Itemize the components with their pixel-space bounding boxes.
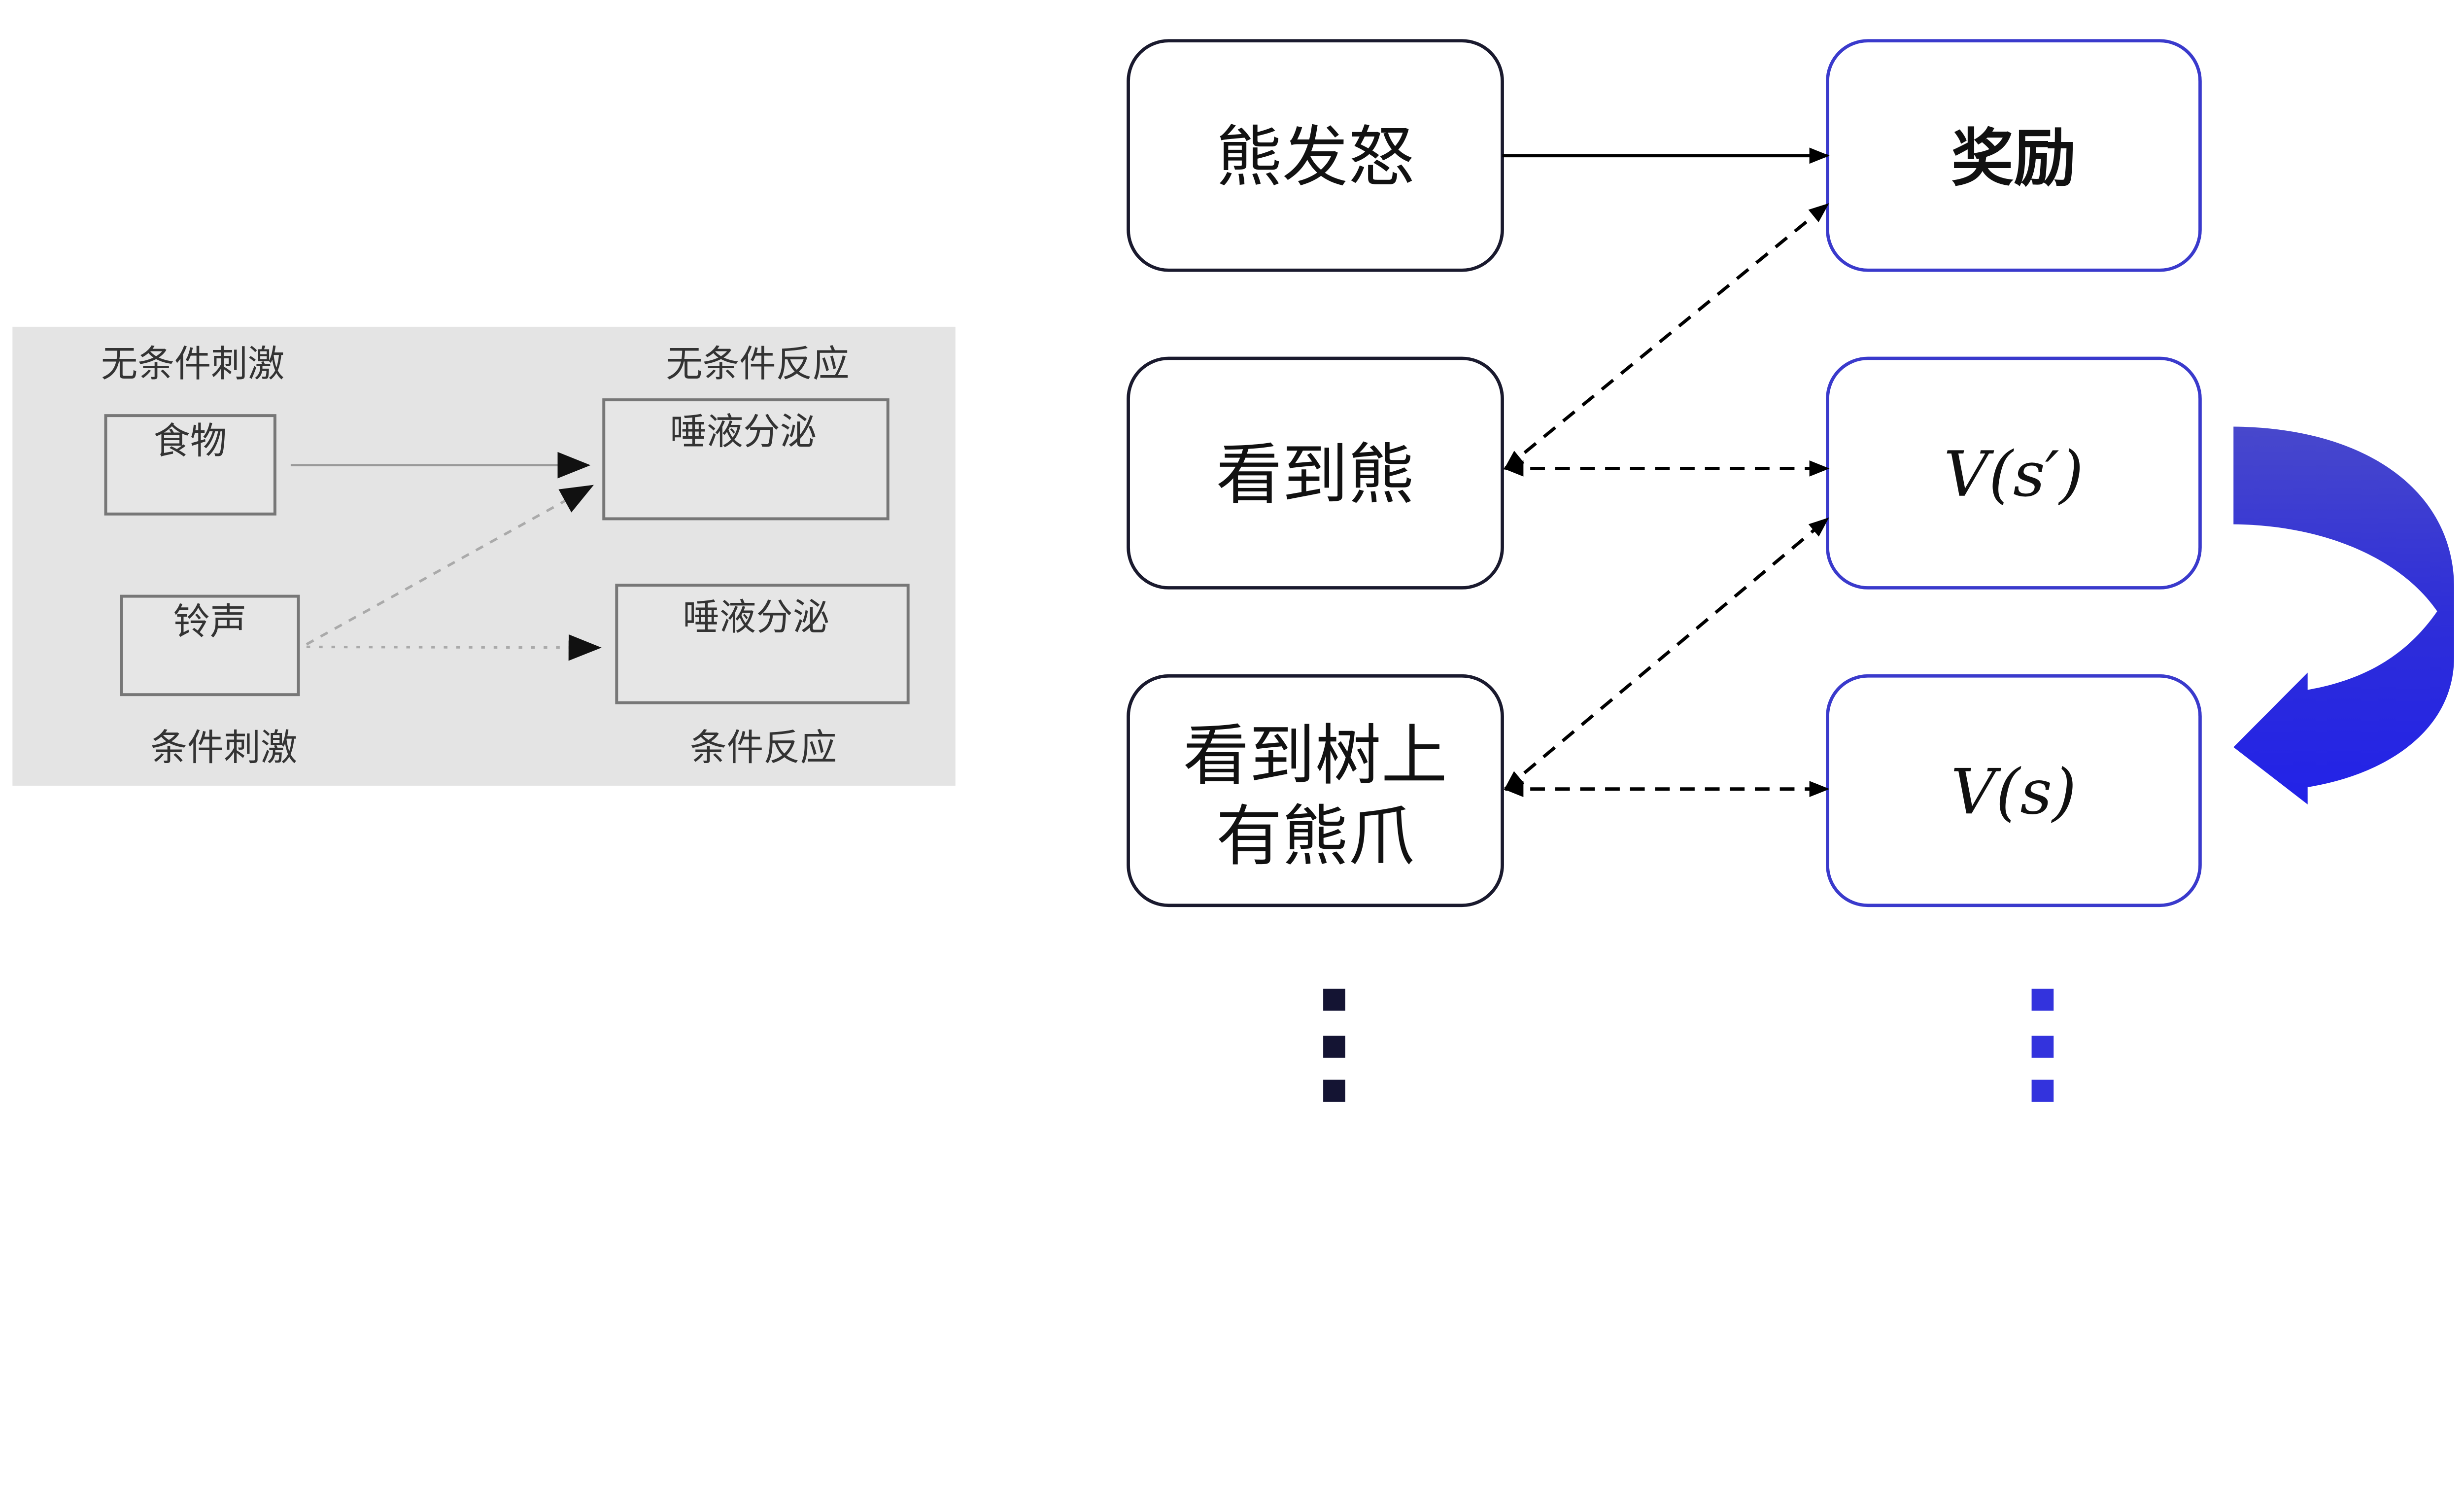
classical-conditioning-panel: 无条件刺激 无条件反应 条件刺激 条件反应 食物 铃声 唾液分泌 唾液分泌	[12, 326, 956, 786]
salivation-bottom-box	[615, 584, 910, 704]
continuation-dot	[2031, 1080, 2054, 1102]
bear-claw-to-next-value-dashed-arrow	[1504, 517, 1829, 791]
panel-background	[12, 326, 956, 786]
bell-to-salivation-top-dashed-arrow	[306, 485, 594, 646]
curved-backup-arrow-icon	[2233, 426, 2454, 804]
stimulus-box-bear-claw	[1127, 674, 1504, 907]
food-box-text: 食物	[153, 419, 227, 462]
salivation-top-box-text: 唾液分泌	[670, 410, 817, 453]
stimulus-text-see-bear: 看到熊	[1216, 436, 1414, 513]
value-diagram: 熊发怒 看到熊 看到树上 有熊爪 奖励 V(s′) V(s)	[1127, 39, 2454, 1102]
value-text-state: V(s)	[1951, 755, 2076, 828]
bell-box-text: 铃声	[173, 600, 247, 643]
salivation-top-box	[602, 398, 890, 521]
continuation-dot	[1323, 1080, 1345, 1102]
continuation-dot	[1323, 1036, 1345, 1058]
continuation-dot	[2031, 988, 2054, 1011]
stimulus-text-bear-claw-line1: 看到树上	[1183, 717, 1447, 794]
unconditioned-response-label: 无条件反应	[666, 342, 849, 385]
unconditioned-stimulus-label: 无条件刺激	[101, 342, 284, 385]
left-continuation-dots	[1323, 988, 1345, 1102]
stimulus-box-see-bear	[1127, 356, 1504, 590]
food-box	[104, 414, 276, 516]
conditioned-response-label: 条件反应	[690, 726, 837, 769]
right-continuation-dots	[2031, 988, 2054, 1102]
bell-box	[120, 594, 300, 697]
continuation-dot	[1323, 988, 1345, 1011]
stimulus-text-angry-bear: 熊发怒	[1216, 119, 1414, 196]
stimulus-text-bear-claw-line2: 有熊爪	[1216, 798, 1414, 875]
salivation-bottom-box-text: 唾液分泌	[683, 595, 829, 638]
value-text-next-state: V(s′)	[1944, 438, 2084, 511]
value-text-reward: 奖励	[1951, 122, 2076, 195]
see-bear-to-reward-dashed-arrow	[1504, 203, 1829, 470]
diagram-canvas: 无条件刺激 无条件反应 条件刺激 条件反应 食物 铃声 唾液分泌 唾液分泌 熊发…	[12, 39, 2454, 1102]
conditioned-stimulus-label: 条件刺激	[150, 726, 297, 769]
continuation-dot	[2031, 1036, 2054, 1058]
